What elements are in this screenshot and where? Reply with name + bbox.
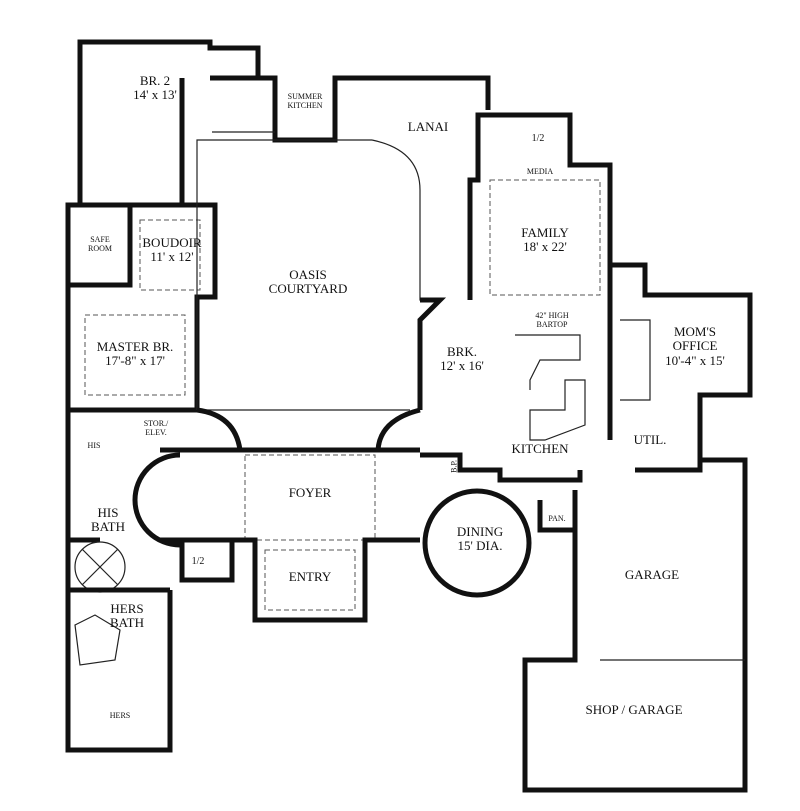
room-hers-bath: HERS BATH [110,601,144,631]
room-garage: GARAGE [624,567,680,582]
room-hers: HERS [109,711,131,720]
room-name: MOM'S OFFICE [672,324,718,354]
room-media: MEDIA [526,167,554,176]
room-half-bath: 1/2 [191,556,205,567]
room-summer-kitchen: SUMMER KITCHEN [287,92,323,110]
room-lanai: LANAI [407,119,449,134]
room-master: MASTER BR.17'-8" x 17' [96,339,174,369]
room-size: 18' x 22' [523,239,567,255]
room-entry: ENTRY [288,569,332,584]
room-his-bath: HIS BATH [91,505,125,535]
room-his: HIS [87,441,101,450]
room-name: DINING [456,524,504,539]
room-util: UTIL. [633,432,667,447]
room-name: BRK. [447,344,477,359]
room-stor-elev: STOR./ ELEV. [143,419,169,437]
room-name: FAMILY [521,225,569,240]
room-brk: BRK.12' x 16' [440,344,484,374]
room-name: BOUDOIR [142,235,202,250]
room-name: MASTER BR. [96,339,174,354]
room-kitchen: KITCHEN [511,441,569,456]
room-bp: B.P. [449,459,459,473]
room-courtyard: OASIS COURTYARD [268,267,348,297]
room-name: BR. 2 [139,73,171,88]
room-size: 14' x 13' [133,87,177,103]
room-pantry: PAN. [548,514,566,523]
room-size: 10'-4" x 15' [665,352,725,368]
room-shop-garage: SHOP / GARAGE [585,702,683,717]
room-size: 12' x 16' [440,358,484,374]
room-size: 11' x 12' [150,249,194,265]
room-foyer: FOYER [288,485,332,500]
room-safe-room: SAFE ROOM [87,235,112,253]
label-bartop: 42" HIGH BARTOP [535,311,569,329]
room-size: 17'-8" x 17' [105,353,165,369]
room-size: 15' DIA. [457,538,503,554]
room-half-bath-top: 1/2 [531,133,545,144]
